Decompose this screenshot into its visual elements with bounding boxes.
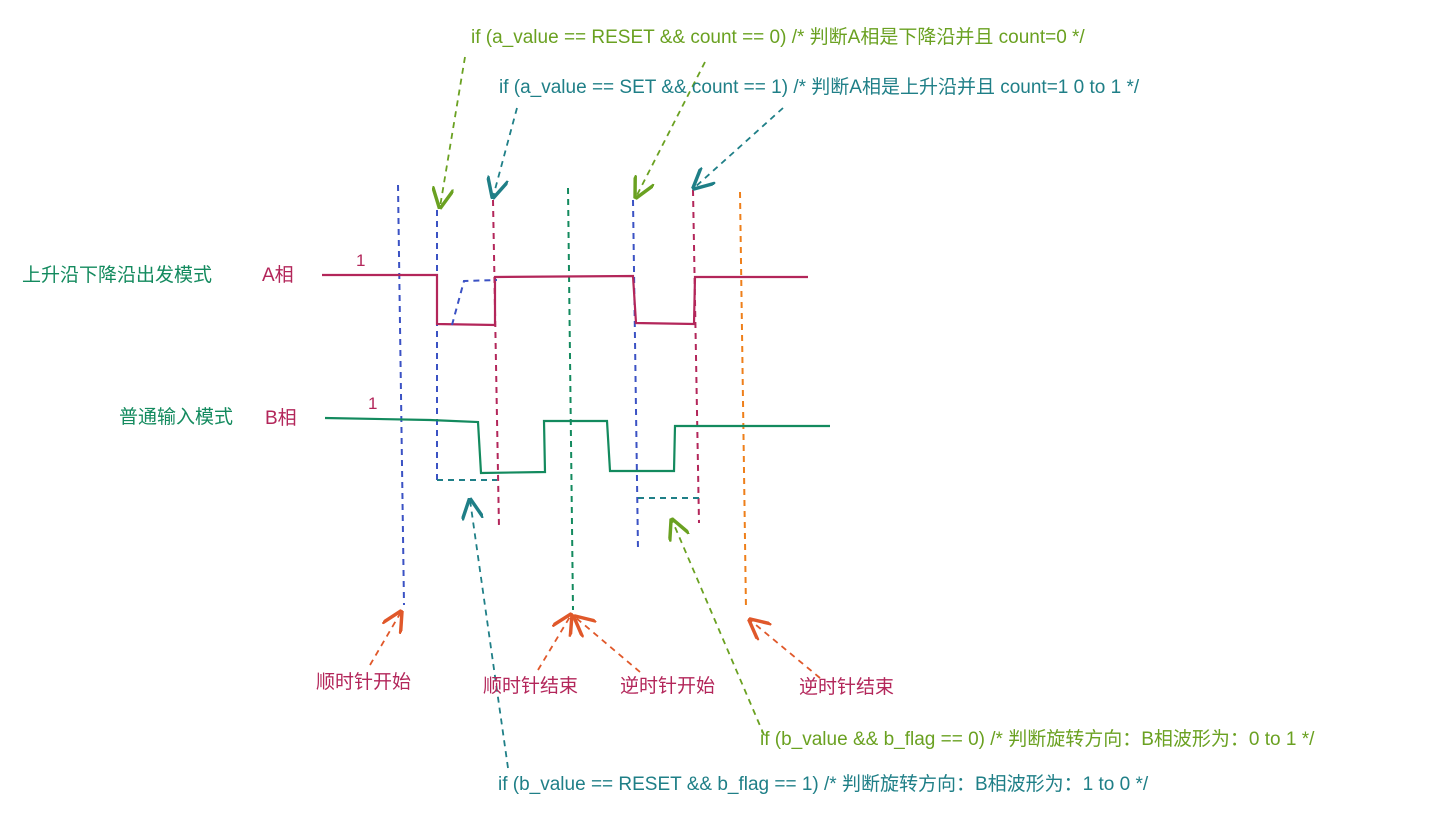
ccw-end-arrow [750,620,821,679]
b-mode-label: 普通输入模式 [119,407,234,428]
b-phase-dashed-low [437,479,699,499]
a-rising-edge-line-1 [492,199,500,529]
b-phase-name: B相 [265,408,297,429]
b-rise-annotation: if (b_value && b_flag == 0) /* 判断旋转方向：B相… [760,729,1315,750]
ccw-start-arrow [575,617,641,673]
b-fall-arrow [470,500,509,769]
a-falling-edge-line-2 [632,199,639,551]
ccw-end-label: 逆时针结束 [799,677,895,698]
guide-lines [397,184,747,611]
cw-end-label: 顺时针结束 [483,676,579,697]
a-falling-annotation: if (a_value == RESET && count == 0) /* 判… [471,27,1085,48]
a-phase-dashed-aux [451,279,498,326]
a-mode-label: 上升沿下降沿出发模式 [22,265,213,286]
a-rising-arrow-1 [493,107,518,197]
a-falling-arrow-2 [636,61,706,197]
ccw-start-label: 逆时针开始 [620,676,716,697]
a-rising-annotation: if (a_value == SET && count == 1) /* 判断A… [499,77,1140,98]
a-phase-waveform [322,273,808,327]
a-high-level-label: 1 [356,251,366,270]
b-high-level-label: 1 [368,394,378,413]
ccw-end-line [739,191,747,611]
b-phase-waveform [324,416,830,475]
b-fall-annotation: if (b_value == RESET && b_flag == 1) /* … [498,774,1149,795]
a-rising-arrow-2 [694,107,784,188]
a-falling-arrow-1 [440,56,466,207]
cw-start-arrow [369,612,401,666]
a-phase-name: A相 [262,265,294,286]
cw-start-line [397,184,405,606]
a-rising-edge-line-2 [692,189,700,524]
cw-end-arrow [537,615,571,671]
b-rise-arrow [672,520,765,736]
cw-end-line [567,187,574,611]
cw-start-label: 顺时针开始 [316,672,412,693]
